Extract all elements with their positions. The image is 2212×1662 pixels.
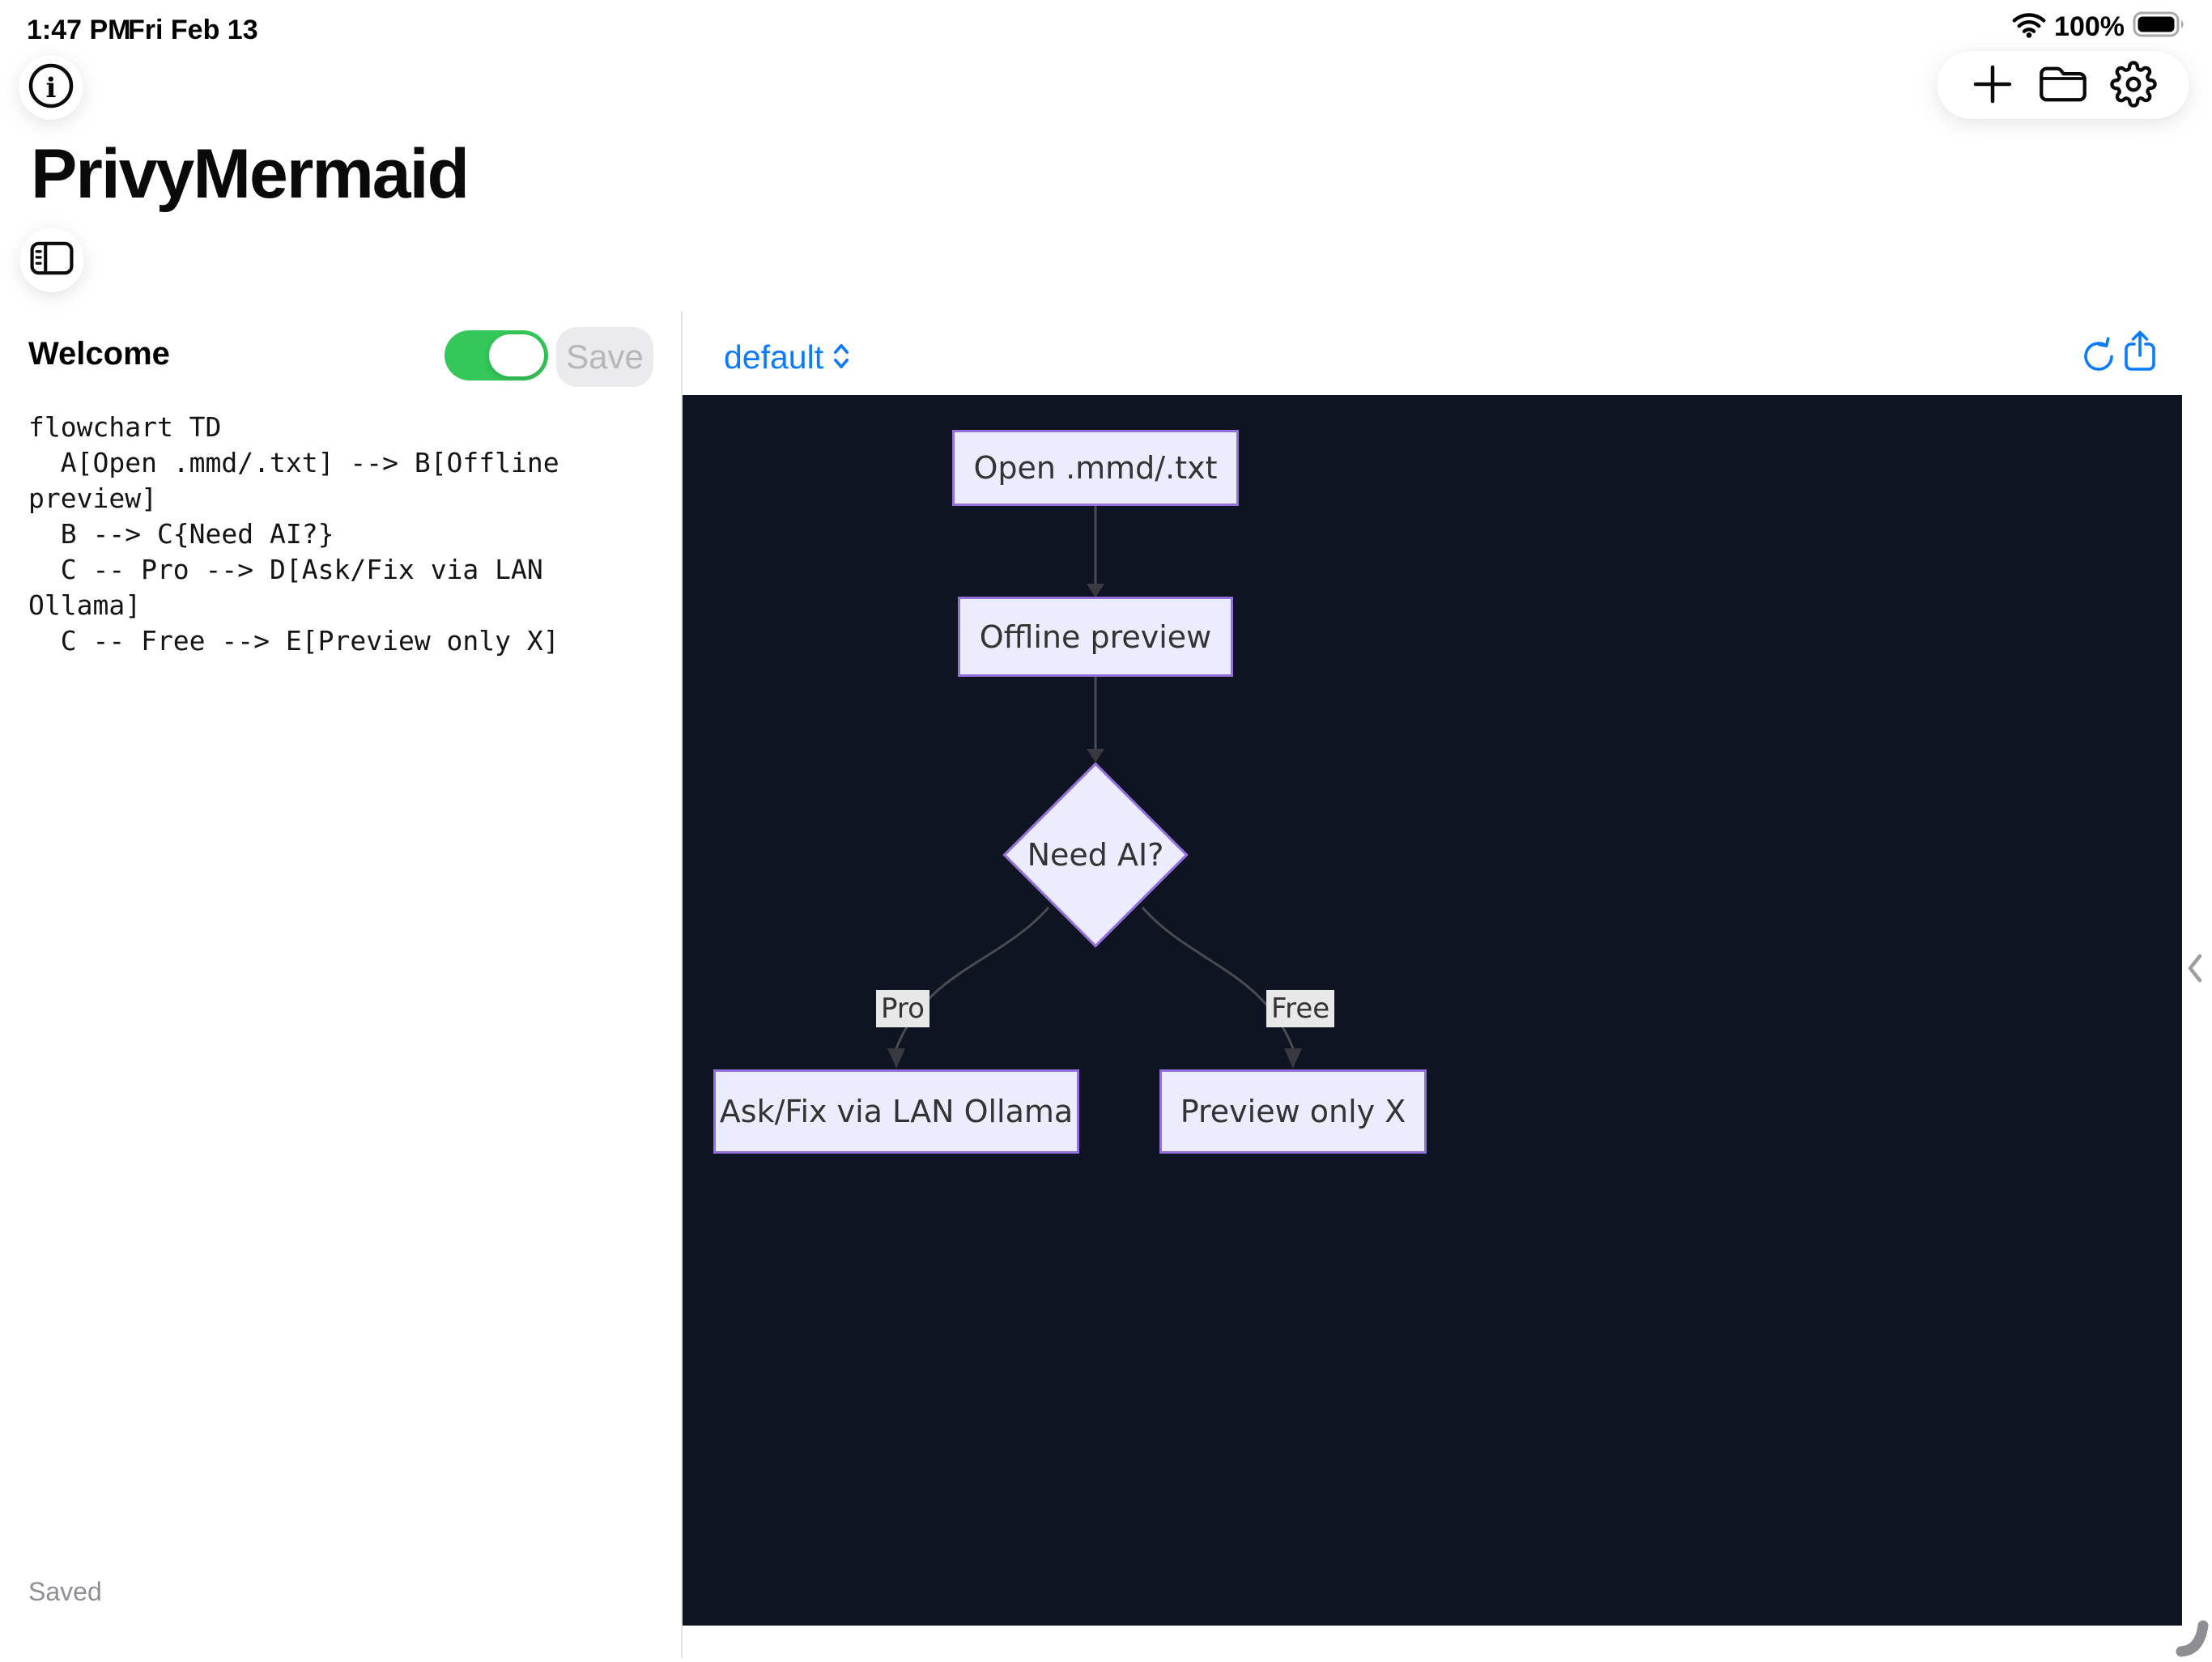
panel-collapse-handle[interactable] (2184, 950, 2206, 990)
page-title: PrivyMermaid (31, 135, 470, 213)
battery-percent: 100% (2054, 11, 2125, 42)
chevron-up-down-icon (832, 342, 851, 373)
flowchart-node-C-label: Need AI? (1027, 837, 1164, 873)
info-button[interactable]: i (19, 55, 83, 120)
new-document-button[interactable] (1964, 57, 2021, 113)
flowchart-node-B: Offline preview (958, 597, 1233, 677)
theme-selector-value: default (724, 338, 824, 376)
flowchart-node-E: Preview only X (1159, 1069, 1427, 1154)
top-toolbar (1937, 51, 2189, 119)
settings-button[interactable] (2105, 57, 2162, 113)
wifi-icon (2012, 12, 2046, 42)
share-button[interactable] (2121, 329, 2159, 376)
autosave-toggle[interactable] (445, 330, 548, 380)
flowchart-node-D: Ask/Fix via LAN Ollama (713, 1069, 1079, 1154)
save-status-text: Saved (28, 1577, 102, 1606)
sidebar-toggle-button[interactable] (19, 227, 84, 292)
flowchart-node-A: Open .mmd/.txt (952, 430, 1239, 506)
open-folder-button[interactable] (2035, 57, 2091, 113)
panel-divider (681, 312, 683, 1658)
battery-icon (2133, 11, 2186, 43)
sidebar-icon (30, 240, 74, 280)
status-date: Fri Feb 13 (128, 15, 258, 45)
diagram-preview-canvas[interactable]: Open .mmd/.txt Offline preview Need AI? … (683, 395, 2182, 1626)
code-editor[interactable]: flowchart TD A[Open .mmd/.txt] --> B[Off… (28, 411, 559, 657)
plus-icon (1970, 62, 2015, 109)
gear-icon (2109, 60, 2157, 110)
refresh-icon (2081, 337, 2116, 376)
edge-label-pro: Pro (876, 990, 929, 1027)
edge-label-free: Free (1266, 990, 1335, 1027)
save-button[interactable]: Save (556, 327, 653, 387)
toggle-knob (489, 334, 544, 376)
flowchart-edges (887, 506, 1302, 1069)
status-right-cluster: 100% (2012, 11, 2186, 43)
document-title: Welcome (28, 336, 170, 372)
folder-icon (2038, 63, 2088, 108)
info-icon: i (28, 62, 74, 113)
corner-scribble-indicator (2160, 1608, 2212, 1662)
svg-text:i: i (46, 72, 57, 104)
theme-selector[interactable]: default (724, 338, 851, 376)
share-icon (2121, 330, 2159, 376)
refresh-button[interactable] (2081, 335, 2116, 376)
status-time: 1:47 PM (27, 15, 131, 45)
